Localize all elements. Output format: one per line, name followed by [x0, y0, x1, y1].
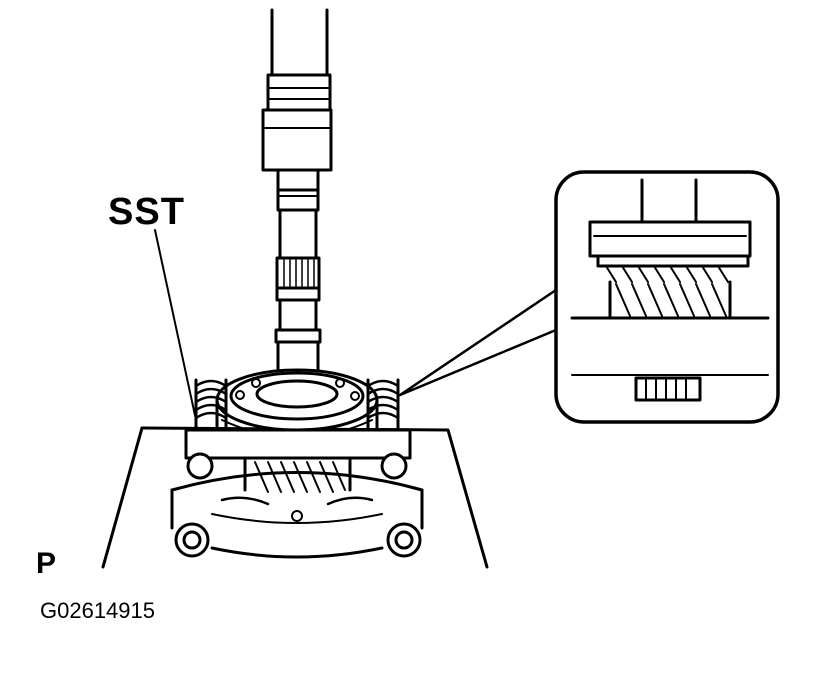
figure-code: G02614915	[40, 598, 155, 623]
press-ram	[261, 8, 333, 192]
tool-label-sst: SST	[108, 191, 185, 233]
part-letter-label: P	[36, 547, 57, 580]
right-spring	[366, 378, 400, 432]
helical-gear	[243, 453, 352, 493]
detail-inset	[554, 170, 780, 424]
shaft	[274, 188, 322, 397]
bearing-puller	[170, 428, 424, 559]
callout-pointer	[398, 288, 558, 397]
sst-leader-line	[154, 229, 197, 421]
left-spring	[194, 378, 228, 432]
